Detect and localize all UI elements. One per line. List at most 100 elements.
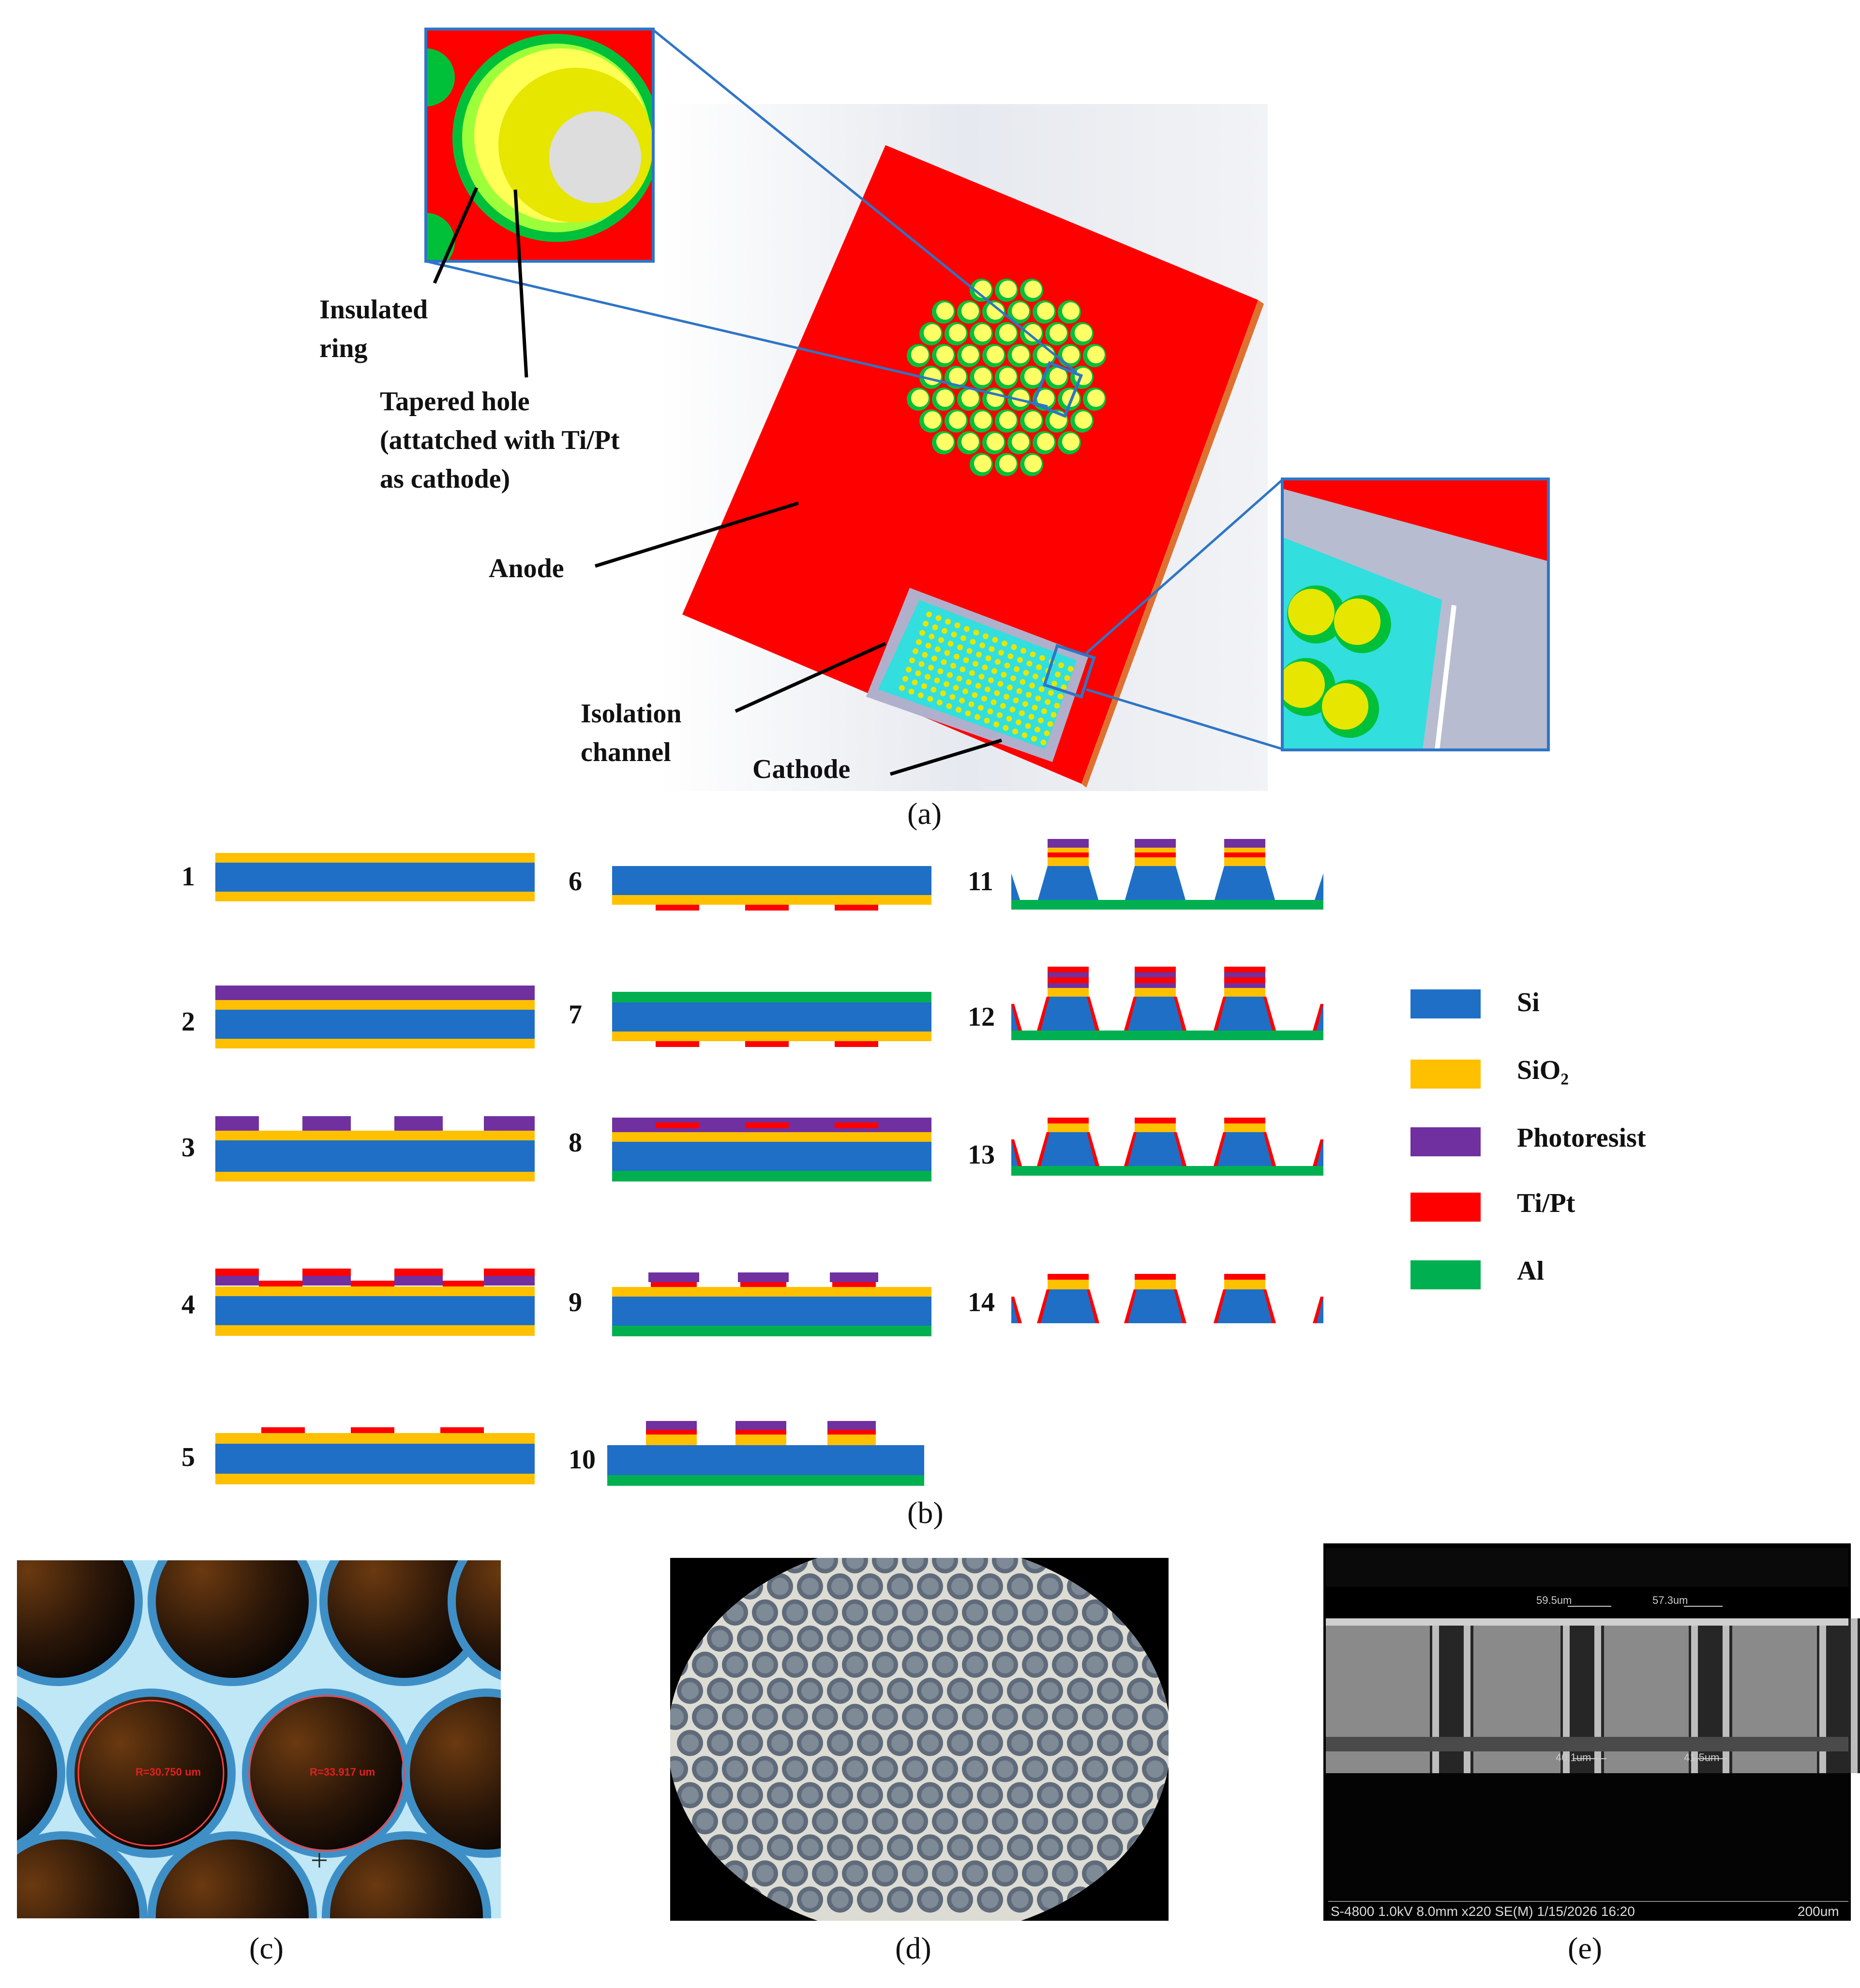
hole-rim (782, 1808, 808, 1835)
hole (1131, 1577, 1149, 1595)
hole (846, 1558, 864, 1569)
hole-inner (1024, 324, 1042, 342)
leader-cathode (889, 738, 1003, 776)
hole (696, 1656, 714, 1674)
cathode-hole (922, 652, 928, 658)
cathode-hole (994, 690, 1000, 696)
hole (1011, 1577, 1029, 1595)
hole (951, 1682, 969, 1700)
tipt-pattern (351, 1427, 394, 1433)
caption-c: (c) (249, 1931, 284, 1965)
photoresist-layer (215, 986, 535, 1000)
hole-rim (992, 1860, 1018, 1887)
tipt-pattern (656, 905, 699, 911)
hole (1041, 1629, 1059, 1647)
hole (1071, 1682, 1089, 1700)
tipt-sidewall (1214, 1289, 1226, 1323)
photoresist-block (1224, 972, 1265, 977)
hole (861, 1734, 879, 1752)
hole (936, 1760, 954, 1778)
step-label: 6 (569, 867, 582, 897)
si-pillar (1215, 997, 1275, 1031)
cathode-hole (1026, 692, 1032, 698)
hole-rim (887, 1677, 913, 1704)
hole (921, 1629, 939, 1647)
photoresist-block (215, 1276, 259, 1285)
hole-rim (842, 1599, 868, 1626)
hole-rim (722, 1599, 748, 1626)
label-tapered-hole: Tapered hole (attatched with Ti/Pt as ca… (380, 387, 620, 494)
cathode-hole (1058, 662, 1064, 668)
hole-rim (1007, 1782, 1033, 1809)
rough-bottom (1326, 1737, 1848, 1751)
cathode-hole (1021, 732, 1028, 738)
hole-rim (932, 1756, 958, 1782)
measurement-label: 59.5um (1536, 1594, 1572, 1606)
photoresist-block (394, 1276, 443, 1285)
hole-rim (1157, 1782, 1169, 1809)
legend-label: Photoresist (1517, 1123, 1646, 1153)
hole (1161, 1734, 1169, 1752)
hole-rim (1082, 1808, 1108, 1835)
leader-anode (594, 501, 799, 568)
hole (726, 1558, 744, 1569)
hole (846, 1812, 864, 1830)
hole (1041, 1682, 1059, 1700)
hole (1146, 1603, 1164, 1621)
hole (966, 1558, 984, 1569)
cathode-hole (1051, 681, 1057, 687)
cathode-hole (988, 677, 994, 683)
hole (1101, 1682, 1119, 1700)
hole-inner (949, 368, 966, 385)
hole (1131, 1786, 1149, 1804)
legend-label: Ti/Pt (1517, 1188, 1575, 1218)
cathode-hole (912, 679, 918, 686)
hole-rim (932, 1860, 958, 1887)
hole (1056, 1708, 1074, 1726)
hole-rim (737, 1834, 763, 1861)
hole-rim (1187, 1730, 1213, 1756)
hole-rim (932, 1808, 958, 1835)
hole-rim (692, 1860, 718, 1887)
si-pillar (1038, 997, 1098, 1031)
leader-tapered-hole (513, 189, 528, 378)
cathode-hole (899, 685, 905, 691)
cathode-hole (1022, 701, 1028, 707)
hole-rim (992, 1558, 1018, 1573)
al-layer (1011, 900, 1323, 910)
hole-rim (1187, 1573, 1213, 1599)
measurement-label: 40.1um (1556, 1751, 1591, 1764)
hole (1026, 1865, 1044, 1883)
si-wafer (215, 1444, 535, 1474)
hole (1101, 1577, 1119, 1595)
hole-rim (1097, 1625, 1123, 1652)
hole (328, 1560, 480, 1678)
hole (1011, 1682, 1029, 1700)
cathode-hole (1054, 703, 1060, 709)
step-label: 7 (569, 1000, 582, 1030)
cathode-hole (982, 664, 988, 671)
hole-rim (797, 1573, 823, 1599)
cathode-hole (1011, 644, 1017, 650)
hole (681, 1734, 699, 1752)
hole-rim (812, 1651, 838, 1678)
hole (1026, 1812, 1044, 1830)
hole (831, 1839, 849, 1856)
hole (936, 1865, 954, 1883)
hole (456, 1560, 501, 1671)
hole-inner (1075, 411, 1092, 429)
hole (831, 1891, 849, 1909)
hole (681, 1682, 699, 1700)
tipt-pattern (1224, 977, 1265, 983)
hole-rim (670, 1651, 688, 1678)
cathode-hole (978, 673, 985, 680)
cathode-hole (1033, 673, 1038, 679)
hole (1026, 1656, 1044, 1674)
tipt-sidewall (1313, 1139, 1323, 1166)
cathode-hole (1017, 657, 1023, 663)
hole (771, 1734, 789, 1752)
hole-rim (1127, 1573, 1153, 1599)
cathode-hole (940, 690, 946, 696)
photoresist-block (1048, 983, 1089, 988)
photoresist-block (735, 1421, 786, 1430)
